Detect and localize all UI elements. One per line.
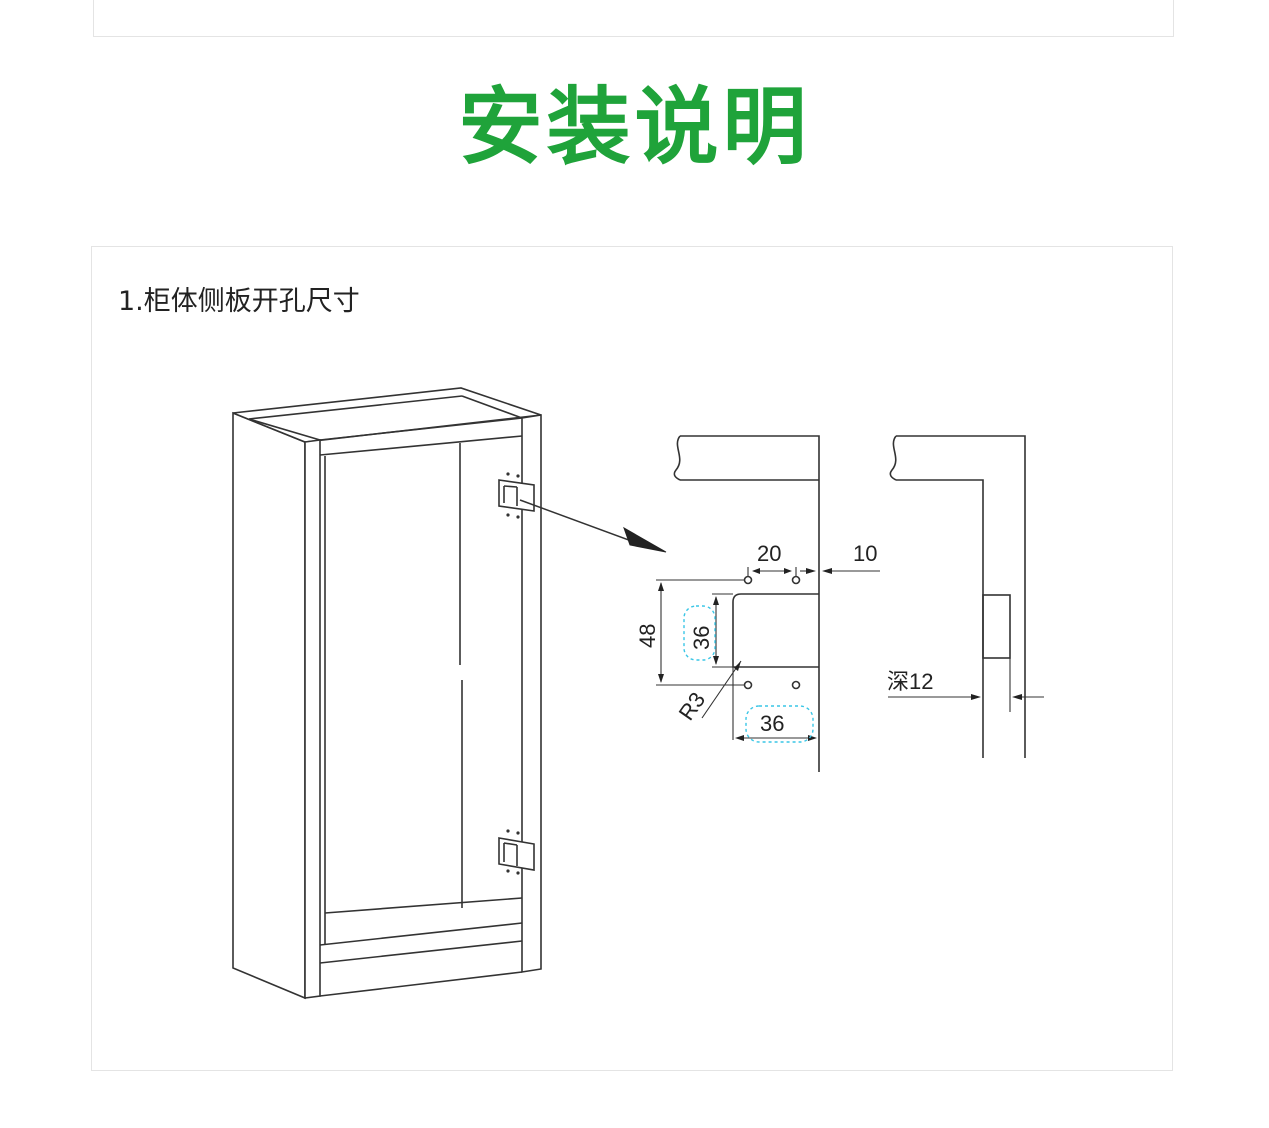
side-view-drawing <box>888 435 1044 758</box>
top-content-box <box>93 0 1174 37</box>
dim-label-10: 10 <box>853 541 877 566</box>
front-view-drawing <box>656 435 880 772</box>
page-title: 安装说明 <box>458 78 811 176</box>
dim-label-36-vertical: 36 <box>689 626 714 650</box>
dim-label-r3: R3 <box>674 687 711 724</box>
depth-label: 深12 <box>887 669 933 694</box>
cabinet-illustration <box>232 387 542 1000</box>
dim-label-36-horizontal: 36 <box>760 711 784 736</box>
dim-label-48: 48 <box>635 624 660 648</box>
section-heading: 1.柜体侧板开孔尺寸 <box>118 286 360 317</box>
dim-label-20: 20 <box>757 541 781 566</box>
instruction-panel: 1.柜体侧板开孔尺寸 <box>91 246 1173 1071</box>
